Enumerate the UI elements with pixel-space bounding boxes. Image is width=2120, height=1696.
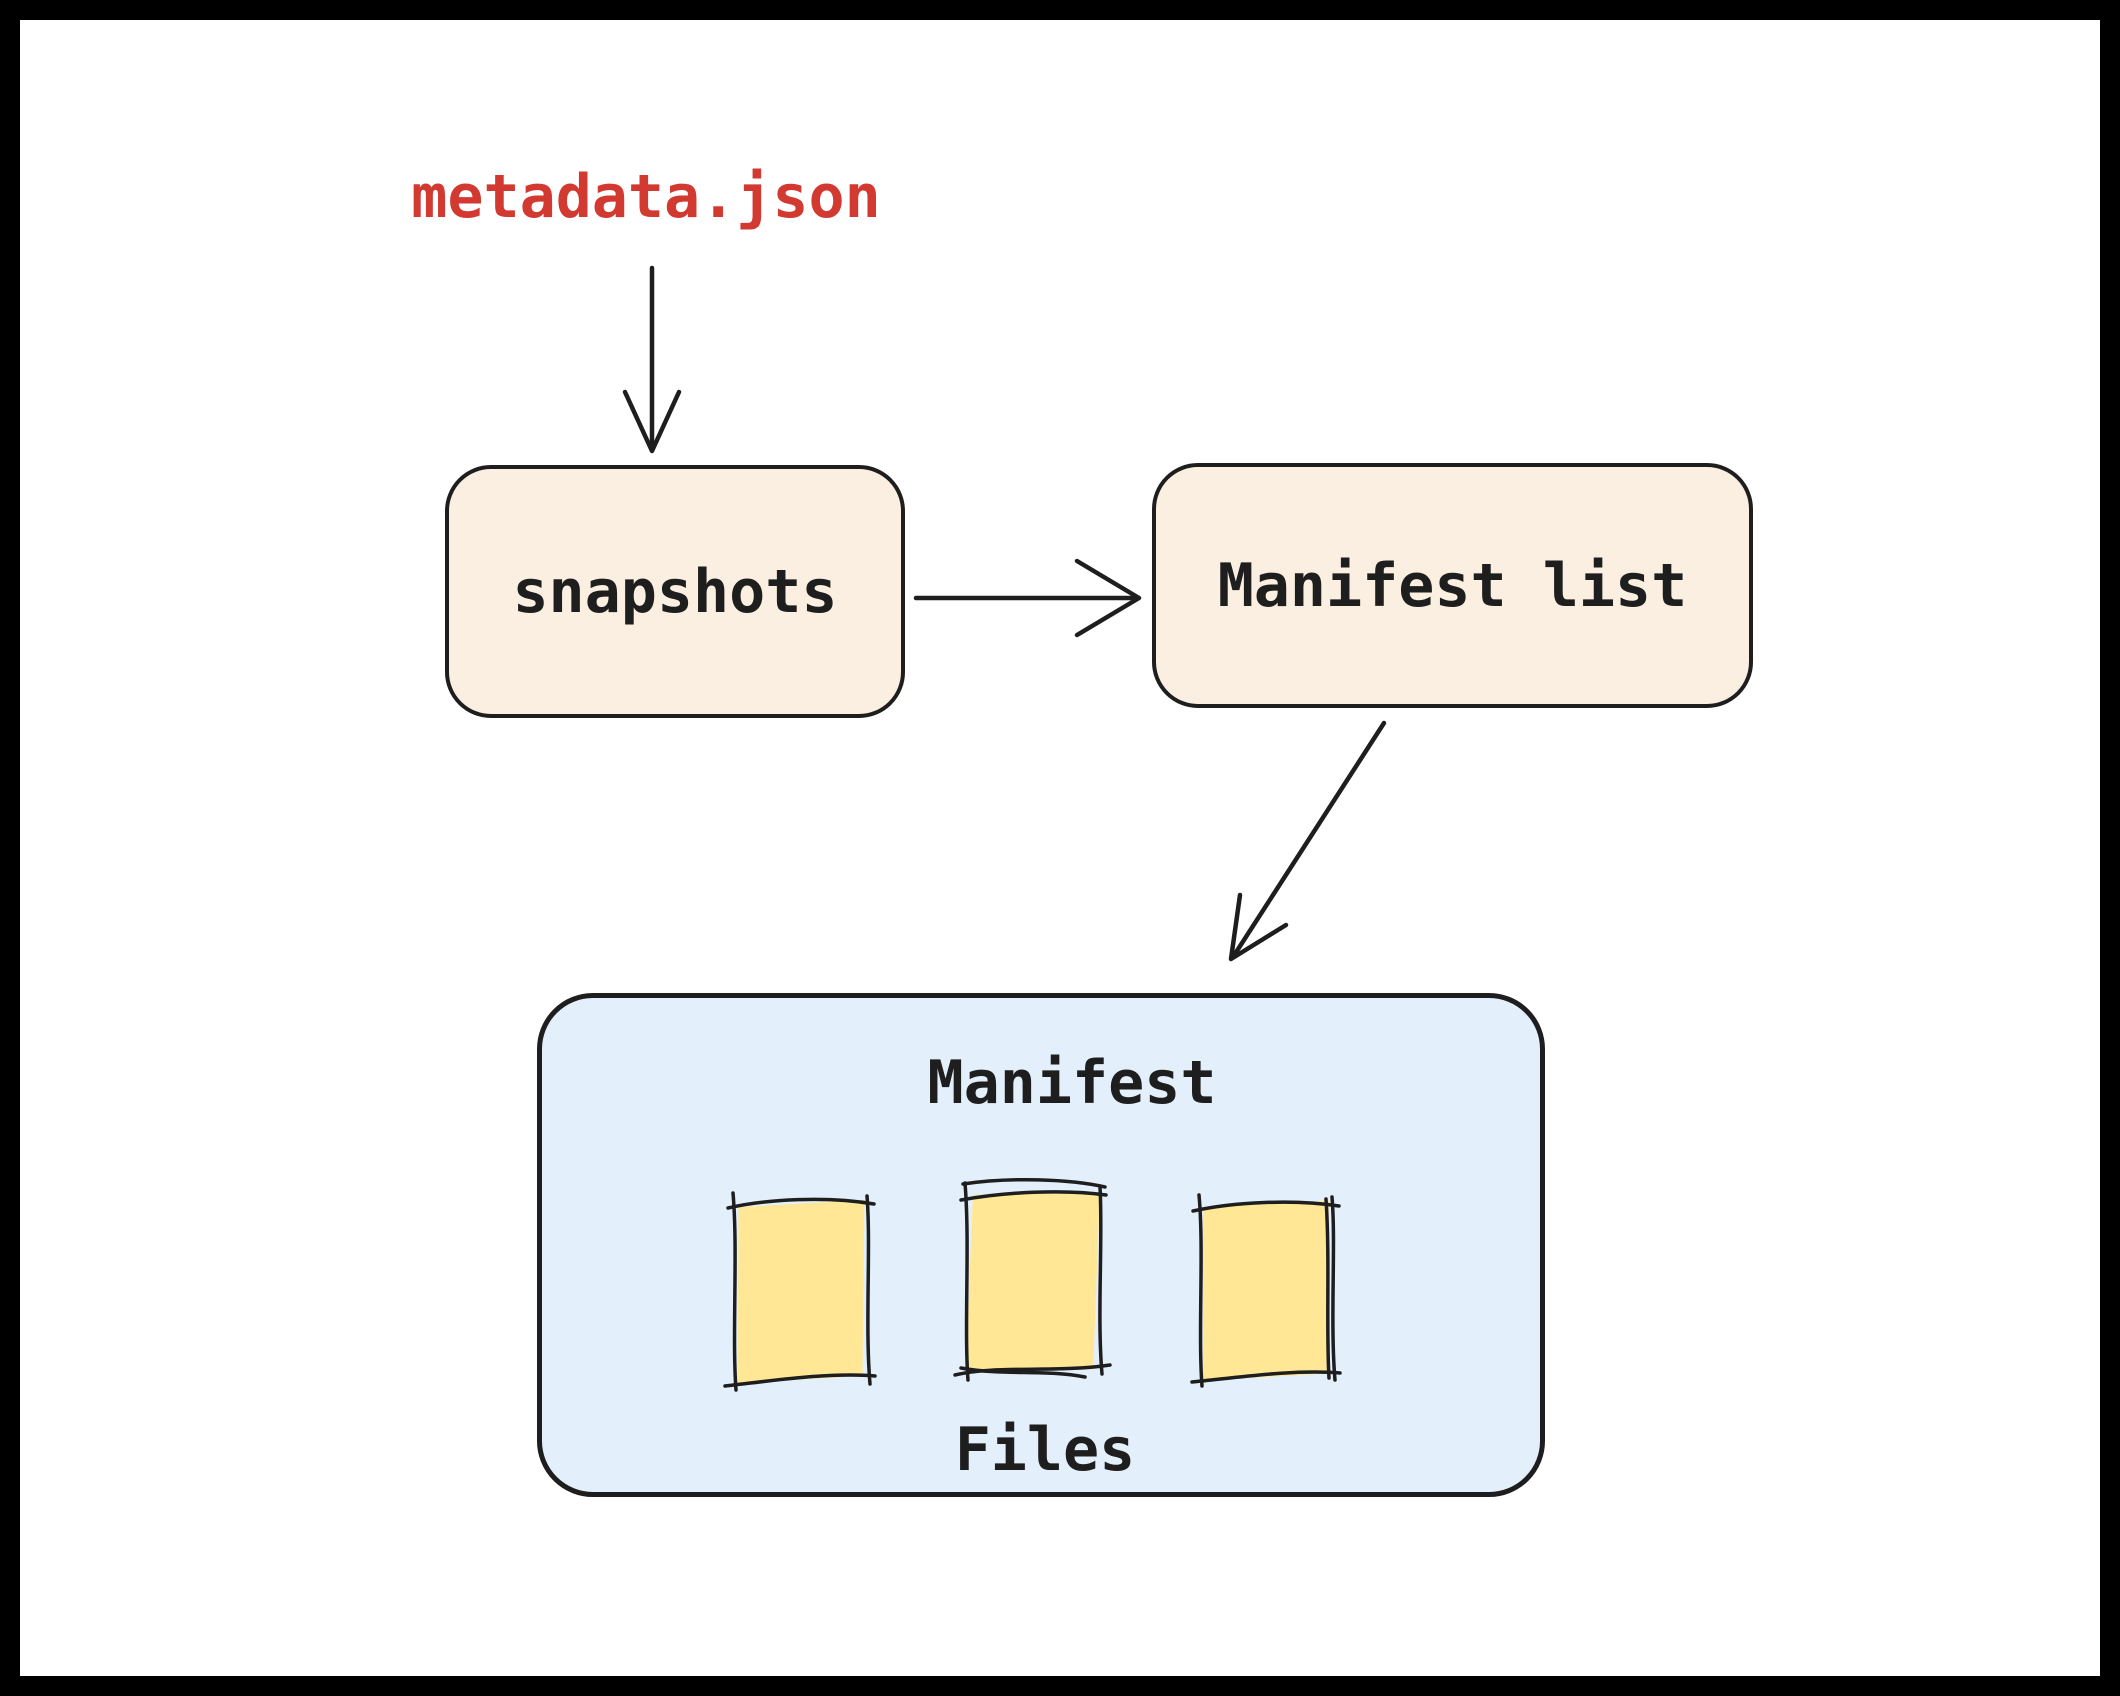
metadata-json-label: metadata.json [411, 162, 881, 232]
diagram-canvas: metadata.json snapshots Manifest list Ma… [20, 20, 2100, 1676]
snapshots-label: snapshots [512, 556, 838, 627]
group-manifest: Manifest Files [537, 993, 1545, 1497]
files-label: Files [954, 1415, 1136, 1485]
manifest-list-label: Manifest list [1217, 550, 1688, 621]
node-snapshots: snapshots [445, 465, 905, 718]
manifest-group-title: Manifest [927, 1048, 1217, 1118]
node-manifest-list: Manifest list [1152, 463, 1753, 708]
